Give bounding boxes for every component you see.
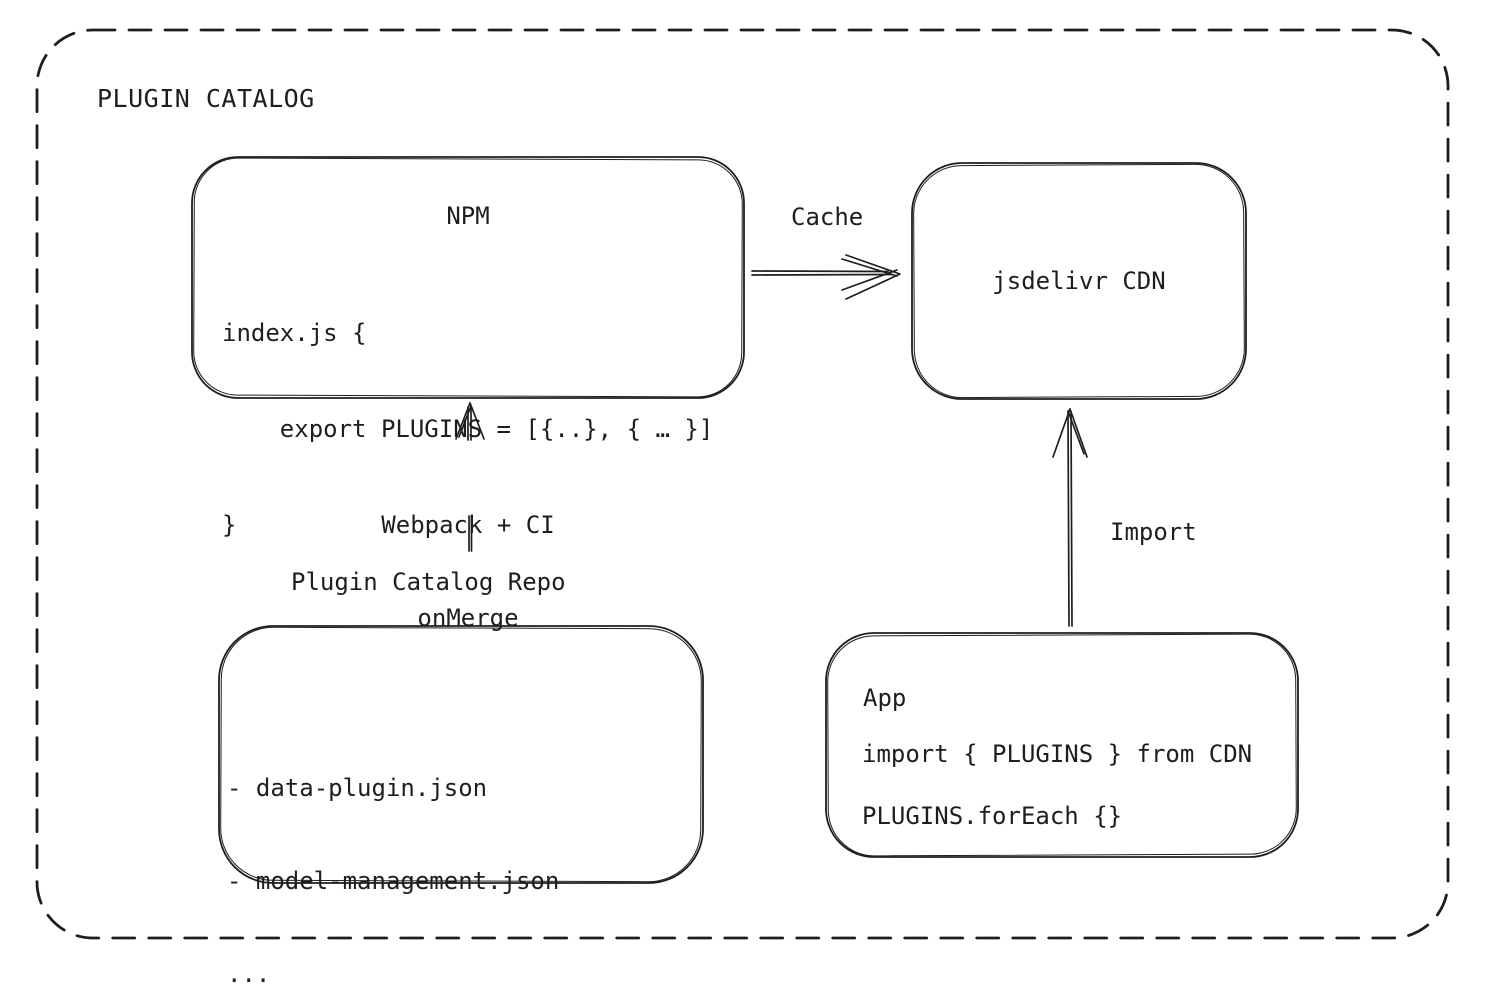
npm-box — [191, 156, 745, 399]
build-edge-label: Webpack + CI onMerge — [318, 448, 618, 696]
repo-file-item: - data-plugin.json — [227, 774, 488, 802]
npm-code-line: export PLUGINS = [{..}, { … }] — [222, 415, 714, 443]
app-code-line: import { PLUGINS } from CDN — [862, 740, 1253, 768]
npm-code-line: } — [222, 511, 237, 539]
app-box-title: App — [863, 684, 907, 712]
repo-box — [218, 625, 704, 884]
import-edge-label: Import — [1110, 518, 1197, 546]
catalog-boundary-frame — [35, 28, 1450, 940]
cache-edge-label: Cache — [791, 203, 864, 231]
repo-box-title: Plugin Catalog Repo — [291, 568, 566, 596]
npm-code-block: index.js { export PLUGINS = [{..}, { … }… — [222, 253, 713, 605]
build-edge-label-line2: onMerge — [417, 604, 519, 632]
cdn-box — [911, 162, 1247, 400]
build-arrow-tail — [468, 515, 473, 552]
build-arrow — [455, 402, 485, 441]
app-code-line: PLUGINS.forEach {} — [862, 802, 1123, 830]
repo-file-list: - data-plugin.json - model-management.js… — [227, 711, 559, 1002]
cache-arrow — [751, 254, 901, 300]
import-arrow — [1052, 408, 1088, 627]
app-box — [825, 632, 1299, 858]
npm-code-line: index.js { — [222, 319, 367, 347]
cdn-box-title: jsdelivr CDN — [992, 267, 1166, 295]
repo-file-item: ... — [227, 960, 271, 988]
repo-file-item: - model-management.json — [227, 867, 560, 895]
npm-box-title: NPM — [446, 202, 490, 230]
diagram-title: PLUGIN CATALOG — [97, 84, 315, 113]
build-edge-label-line1: Webpack + CI — [381, 511, 555, 539]
